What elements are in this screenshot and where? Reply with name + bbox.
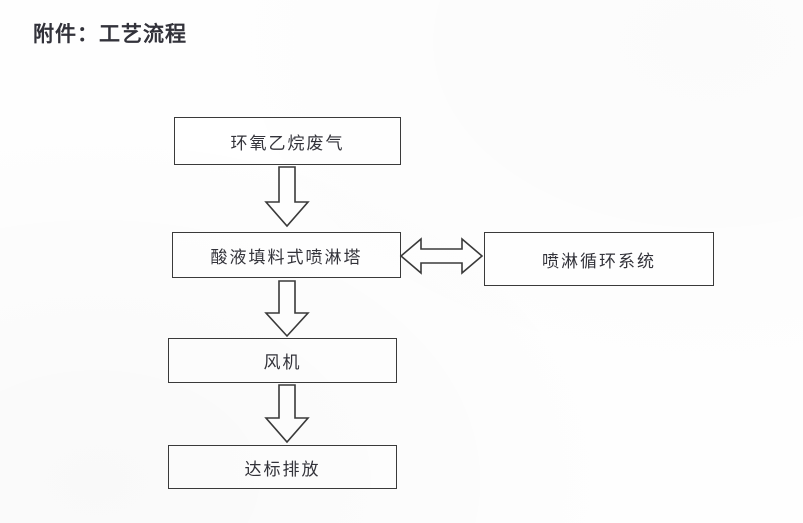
flow-node-compliant-discharge[interactable]: 达标排放 (168, 445, 397, 489)
flow-node-waste-gas[interactable]: 环氧乙烷废气 (174, 117, 401, 165)
flow-node-label: 酸液填料式喷淋塔 (210, 247, 363, 268)
down-block-arrow-icon (264, 280, 310, 338)
connector-down-arrow-3 (263, 384, 311, 444)
page-title: 附件：工艺流程 (33, 21, 187, 46)
flow-node-label: 环氧乙烷废气 (230, 133, 345, 154)
flow-node-spray-recirculation-system[interactable]: 喷淋循环系统 (484, 232, 714, 286)
flow-node-label: 风机 (263, 353, 302, 373)
down-block-arrow-icon (264, 384, 310, 444)
connector-bidirectional-arrow (399, 236, 484, 276)
connector-down-arrow-2 (263, 280, 311, 338)
flow-node-label: 达标排放 (244, 459, 321, 480)
connector-down-arrow-1 (263, 166, 311, 228)
flow-node-label: 喷淋循环系统 (542, 251, 656, 272)
flow-node-acid-packed-scrubber[interactable]: 酸液填料式喷淋塔 (172, 232, 401, 278)
down-block-arrow-icon (264, 166, 310, 228)
flow-node-fan[interactable]: 风机 (168, 338, 397, 383)
double-headed-block-arrow-icon (399, 237, 484, 275)
